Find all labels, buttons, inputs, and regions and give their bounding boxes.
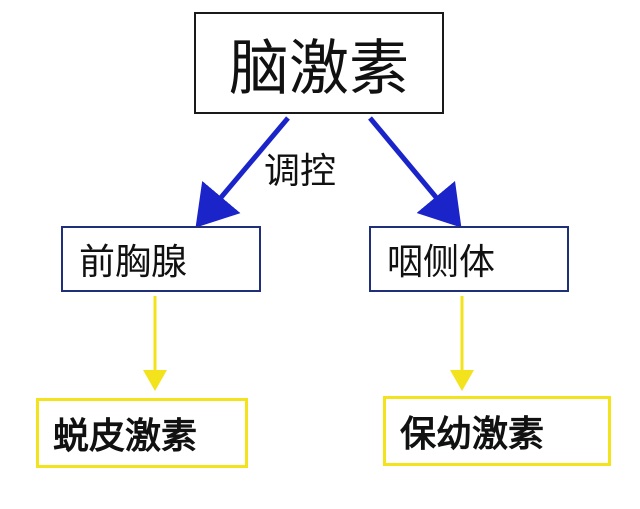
arrow-top-to-mid-right — [368, 116, 462, 228]
edge-label-regulation: 调控 — [264, 151, 337, 192]
node-brain-hormone-label: 脑激素 — [229, 33, 409, 104]
node-juvenile-hormone-label: 保幼激素 — [400, 414, 545, 455]
node-corpora-allata: 咽侧体 — [369, 226, 569, 292]
node-prothoracic-gland-label: 前胸腺 — [79, 242, 188, 283]
node-brain-hormone: 脑激素 — [194, 12, 444, 114]
node-juvenile-hormone: 保幼激素 — [383, 396, 611, 466]
node-prothoracic-gland: 前胸腺 — [61, 226, 261, 292]
node-ecdysone: 蜕皮激素 — [36, 398, 248, 468]
node-corpora-allata-label: 咽侧体 — [387, 242, 496, 283]
arrow-top-to-mid-left — [195, 116, 290, 228]
node-ecdysone-label: 蜕皮激素 — [53, 416, 198, 457]
